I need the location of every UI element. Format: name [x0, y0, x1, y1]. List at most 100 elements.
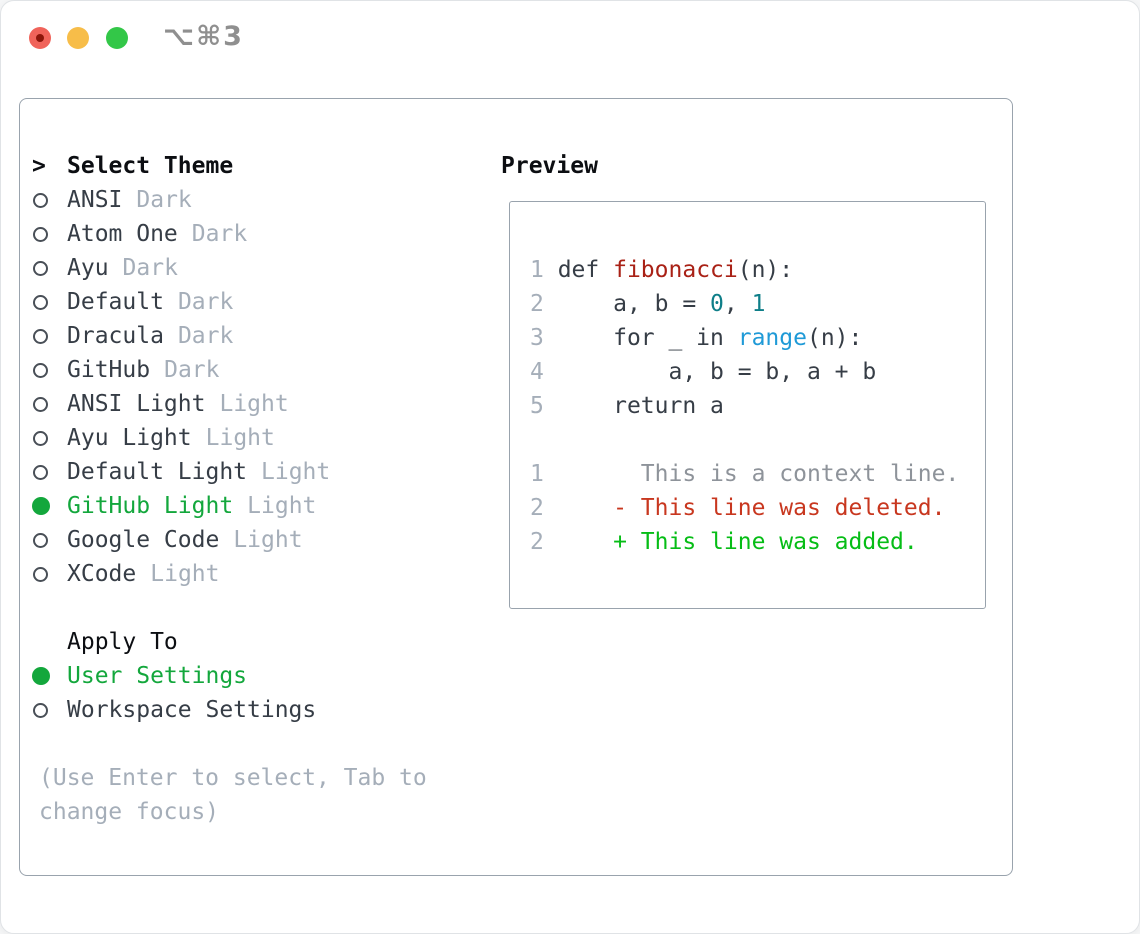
radio-unselected-icon [33, 566, 48, 582]
radio-selected-icon [32, 497, 50, 515]
option-label: Google Code [67, 527, 220, 553]
line-number: 1 [530, 461, 544, 487]
radio-marker [32, 532, 67, 548]
diff-added-line: + This line was added. [543, 529, 918, 555]
number-literal: 0 [710, 291, 724, 317]
titlebar: ⌥⌘3 [1, 1, 1139, 71]
code-token: a, b = [543, 291, 711, 317]
code-line: 4 a, b = b, a + b [530, 355, 959, 389]
radio-marker [32, 362, 67, 378]
apply-to-title: Apply To [67, 629, 178, 655]
window-shortcut-label: ⌥⌘3 [163, 21, 244, 52]
diff-context-line: This is a context line. [543, 461, 960, 487]
radio-marker [32, 328, 67, 344]
radio-unselected-icon [33, 294, 48, 310]
radio-marker [32, 497, 67, 515]
line-number: 2 [530, 495, 544, 521]
option-label: Default Light [67, 459, 248, 485]
code-line: 2 - This line was deleted. [530, 491, 959, 525]
radio-unselected-icon [33, 430, 48, 446]
theme-option[interactable]: ANSI Dark [32, 183, 330, 217]
radio-marker [32, 260, 67, 276]
option-label: GitHub [67, 357, 151, 383]
left-column: > Select Theme ANSI Dark Atom One Dark A… [32, 149, 330, 727]
radio-selected-icon [32, 667, 50, 685]
minimize-button[interactable] [67, 27, 89, 49]
theme-option[interactable]: ANSI Light Light [32, 387, 330, 421]
code-line: 3 for _ in range(n): [530, 321, 959, 355]
theme-option[interactable]: Default Dark [32, 285, 330, 319]
code-line: 5 return a [530, 389, 959, 423]
preview-title: Preview [501, 153, 598, 179]
option-variant-tag: Light [247, 493, 317, 519]
option-label: Ayu [67, 255, 109, 281]
theme-option[interactable]: Dracula Dark [32, 319, 330, 353]
theme-option[interactable]: Atom One Dark [32, 217, 330, 251]
radio-marker [32, 566, 67, 582]
theme-list: ANSI Dark Atom One Dark Ayu Dark Default… [32, 183, 330, 591]
option-variant-tag: Dark [177, 289, 234, 315]
radio-marker [32, 192, 67, 208]
code-line: 2 + This line was added. [530, 525, 959, 559]
spacer-row [32, 591, 330, 625]
code-token: , [723, 291, 752, 317]
radio-unselected-icon [33, 702, 48, 718]
theme-option[interactable]: Default Light Light [32, 455, 330, 489]
radio-unselected-icon [33, 226, 48, 242]
diff-deleted-line: - This line was deleted. [543, 495, 946, 521]
option-variant-tag: Light [219, 391, 289, 417]
option-label: Atom One [67, 221, 178, 247]
apply-list: User Settings Workspace Settings [32, 659, 330, 727]
theme-option[interactable]: GitHub Light Light [32, 489, 330, 523]
radio-unselected-icon [33, 328, 48, 344]
radio-marker [32, 226, 67, 242]
radio-marker [32, 430, 67, 446]
line-number: 2 [530, 529, 544, 555]
zoom-button[interactable] [106, 27, 128, 49]
code-line: 2 a, b = 0, 1 [530, 287, 959, 321]
code-token: (n): [737, 257, 794, 283]
option-label: Ayu Light [67, 425, 192, 451]
apply-option[interactable]: User Settings [32, 659, 330, 693]
option-label: Default [67, 289, 164, 315]
radio-unselected-icon [33, 532, 48, 548]
radio-unselected-icon [33, 464, 48, 480]
option-variant-tag: Light [233, 527, 303, 553]
theme-option[interactable]: XCode Light [32, 557, 330, 591]
code-line: 1 This is a context line. [530, 457, 959, 491]
theme-list-header: > Select Theme [32, 149, 330, 183]
option-label: XCode [67, 561, 137, 587]
apply-option[interactable]: Workspace Settings [32, 693, 330, 727]
radio-unselected-icon [33, 396, 48, 412]
theme-option[interactable]: Google Code Light [32, 523, 330, 557]
option-label: Workspace Settings [67, 697, 317, 723]
code-token: (n): [806, 325, 863, 351]
theme-list-title: Select Theme [67, 153, 234, 179]
code-line [530, 423, 959, 457]
apply-to-header: Apply To [32, 625, 330, 659]
radio-marker [32, 294, 67, 310]
radio-marker [32, 464, 67, 480]
line-number: 5 [530, 393, 544, 419]
option-variant-tag: Dark [191, 221, 248, 247]
code-token: return a [543, 393, 724, 419]
code-line: 1 def fibonacci(n): [530, 253, 959, 287]
builtin-range: range [737, 325, 807, 351]
theme-option[interactable]: Ayu Dark [32, 251, 330, 285]
option-variant-tag: Light [261, 459, 331, 485]
radio-unselected-icon [33, 260, 48, 276]
option-variant-tag: Dark [177, 323, 234, 349]
radio-unselected-icon [33, 362, 48, 378]
option-label: ANSI Light [67, 391, 206, 417]
close-button[interactable] [29, 27, 51, 49]
theme-option[interactable]: Ayu Light Light [32, 421, 330, 455]
code-token: for _ in [543, 325, 738, 351]
line-number [530, 427, 544, 453]
option-variant-tag: Dark [136, 187, 192, 213]
number-literal: 1 [751, 291, 766, 317]
line-number: 4 [530, 359, 544, 385]
theme-option[interactable]: GitHub Dark [32, 353, 330, 387]
